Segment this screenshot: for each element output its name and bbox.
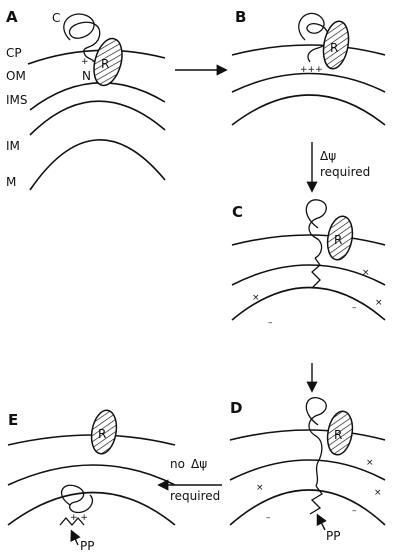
inner-membrane-d <box>230 490 385 525</box>
inner-charge-d-left: – <box>266 513 271 523</box>
delta-psi-label-d-to-e: Δψ <box>191 457 207 471</box>
compartment-label-om: OM <box>6 69 26 83</box>
receptor-label-e: R <box>98 427 106 441</box>
inner-charge-c-right: – <box>352 303 357 313</box>
precursor-protein-d <box>306 398 326 486</box>
outer-charge-d-left: × <box>256 483 264 493</box>
inner-charge-c-left: – <box>268 318 273 328</box>
requirement-label-d-to-e: required <box>170 489 220 503</box>
outer-membrane-inner-leaflet-b <box>232 74 385 93</box>
receptor-label-d: R <box>334 428 342 442</box>
panel-label-b: B <box>235 8 246 26</box>
presequence-charges-b: +++ <box>300 65 323 75</box>
receptor-label-b: R <box>330 41 338 55</box>
pp-pointer-e <box>72 532 78 545</box>
inner-membrane-b <box>232 95 385 125</box>
delta-psi-label-b-to-c: Δψ <box>320 149 336 163</box>
imported-protein-e <box>62 485 93 512</box>
compartment-label-ims: IMS <box>6 93 28 107</box>
outer-charge-d-far-right: × <box>374 488 382 498</box>
outer-membrane-outer-leaflet-d <box>230 430 385 440</box>
pp-pointer-d <box>318 516 325 530</box>
presequence-charges-e: + + <box>70 513 88 523</box>
receptor-label-a: R <box>101 57 109 71</box>
outer-charge-c-left: × <box>252 293 260 303</box>
panel-a: A CP OM IMS IM M C N + + R <box>6 8 165 190</box>
precursor-protein-c <box>306 200 326 258</box>
panel-label-c: C <box>232 203 243 221</box>
compartment-label-im: IM <box>6 139 20 153</box>
pp-label-e: PP <box>80 539 94 553</box>
inner-membrane-inner-leaflet <box>30 140 165 190</box>
outer-charge-d-right: × <box>366 458 374 468</box>
c-terminus-label-a: C <box>52 11 60 25</box>
compartment-label-cp: CP <box>6 46 22 60</box>
inner-membrane-outer-leaflet <box>30 101 165 135</box>
panel-label-a: A <box>6 8 18 26</box>
outer-charge-c-far-right: × <box>375 298 383 308</box>
panel-e: E R + + PP <box>8 408 175 553</box>
outer-membrane-outer-leaflet-c <box>232 235 385 245</box>
panel-c: C R × × × – – <box>232 200 385 328</box>
panel-label-d: D <box>230 399 242 417</box>
receptor-label-c: R <box>334 233 342 247</box>
no-label-d-to-e: no <box>170 457 185 471</box>
n-terminus-label-a: N <box>82 69 91 83</box>
inner-charge-d-right: – <box>352 506 357 516</box>
outer-membrane-inner-leaflet-e <box>8 465 175 485</box>
panel-label-e: E <box>8 411 18 429</box>
compartment-label-m: M <box>6 175 16 189</box>
outer-membrane-inner-leaflet-d <box>230 460 385 480</box>
outer-membrane-inner-leaflet <box>30 83 165 110</box>
outer-charge-c-right: × <box>362 268 370 278</box>
panel-b: B +++ R <box>232 8 385 125</box>
panel-d: D R × × × – – PP <box>230 398 385 543</box>
requirement-label-b-to-c: required <box>320 165 370 179</box>
presequence-chain-c <box>312 258 320 288</box>
pp-label-d: PP <box>326 529 340 543</box>
